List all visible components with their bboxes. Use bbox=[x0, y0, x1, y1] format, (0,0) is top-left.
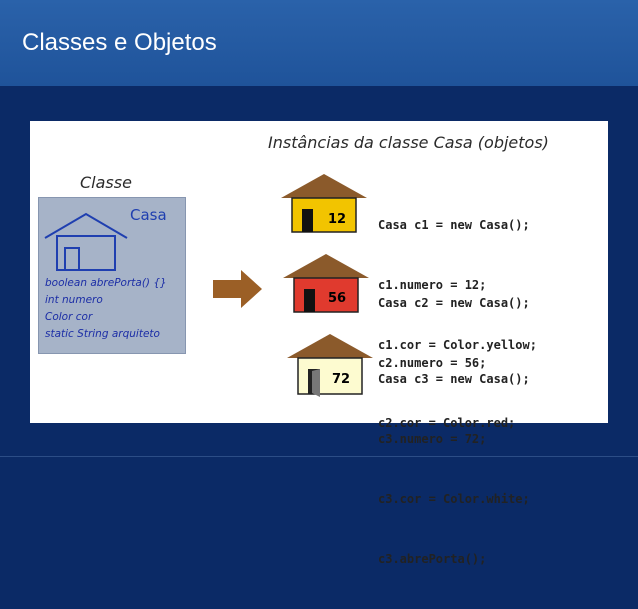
code-line: Casa c2 = new Casa(); bbox=[378, 296, 530, 310]
house-c2-number: 56 bbox=[328, 291, 346, 306]
class-name: Casa bbox=[130, 206, 167, 224]
house-c2-wall bbox=[293, 277, 359, 313]
house-c1-icon: 12 bbox=[281, 174, 367, 233]
code-line: c2.numero = 56; bbox=[378, 356, 487, 370]
code-line: Casa c3 = new Casa(); bbox=[378, 372, 530, 386]
member-numero: int numero bbox=[45, 294, 103, 306]
code-c2: Casa c2 = new Casa(); c2.numero = 56; c2… bbox=[378, 253, 530, 473]
house-c3-number: 72 bbox=[332, 372, 350, 387]
code-c3: Casa c3 = new Casa(); c3.numero = 72; c3… bbox=[378, 329, 530, 609]
class-heading: Classe bbox=[80, 173, 132, 192]
code-line: c2.cor = Color.red; bbox=[378, 416, 516, 430]
arrow-icon bbox=[213, 270, 262, 308]
house-c1-wall bbox=[291, 197, 357, 233]
class-house-icon bbox=[44, 212, 128, 271]
code-line: c1.cor = Color.yellow; bbox=[378, 338, 537, 352]
title-bar: Classes e Objetos bbox=[0, 0, 638, 86]
house-c3-wall bbox=[297, 357, 363, 395]
code-line: c3.cor = Color.white; bbox=[378, 492, 530, 506]
house-c2-icon: 56 bbox=[283, 254, 369, 313]
code-line: c1.numero = 12; bbox=[378, 278, 487, 292]
class-members: boolean abrePorta() {} int numero Color … bbox=[45, 275, 167, 343]
footer-divider bbox=[0, 456, 638, 457]
code-line: c3.numero = 72; bbox=[378, 432, 487, 446]
member-arquiteto: static String arquiteto bbox=[45, 328, 160, 340]
member-method: boolean abrePorta() {} bbox=[45, 277, 167, 289]
house-c3-icon: 72 bbox=[287, 334, 373, 397]
instances-heading: Instâncias da classe Casa (objetos) bbox=[268, 133, 549, 152]
code-c1: Casa c1 = new Casa(); c1.numero = 12; c1… bbox=[378, 175, 537, 395]
house-c1-number: 12 bbox=[328, 212, 346, 227]
code-line: c3.abrePorta(); bbox=[378, 552, 487, 566]
class-box: Casa boolean abrePorta() {} int numero C… bbox=[38, 197, 186, 354]
content-panel: Classe Instâncias da classe Casa (objeto… bbox=[30, 121, 608, 566]
code-line: Casa c1 = new Casa(); bbox=[378, 218, 530, 232]
slide-title: Classes e Objetos bbox=[22, 29, 217, 56]
member-cor: Color cor bbox=[45, 311, 93, 323]
